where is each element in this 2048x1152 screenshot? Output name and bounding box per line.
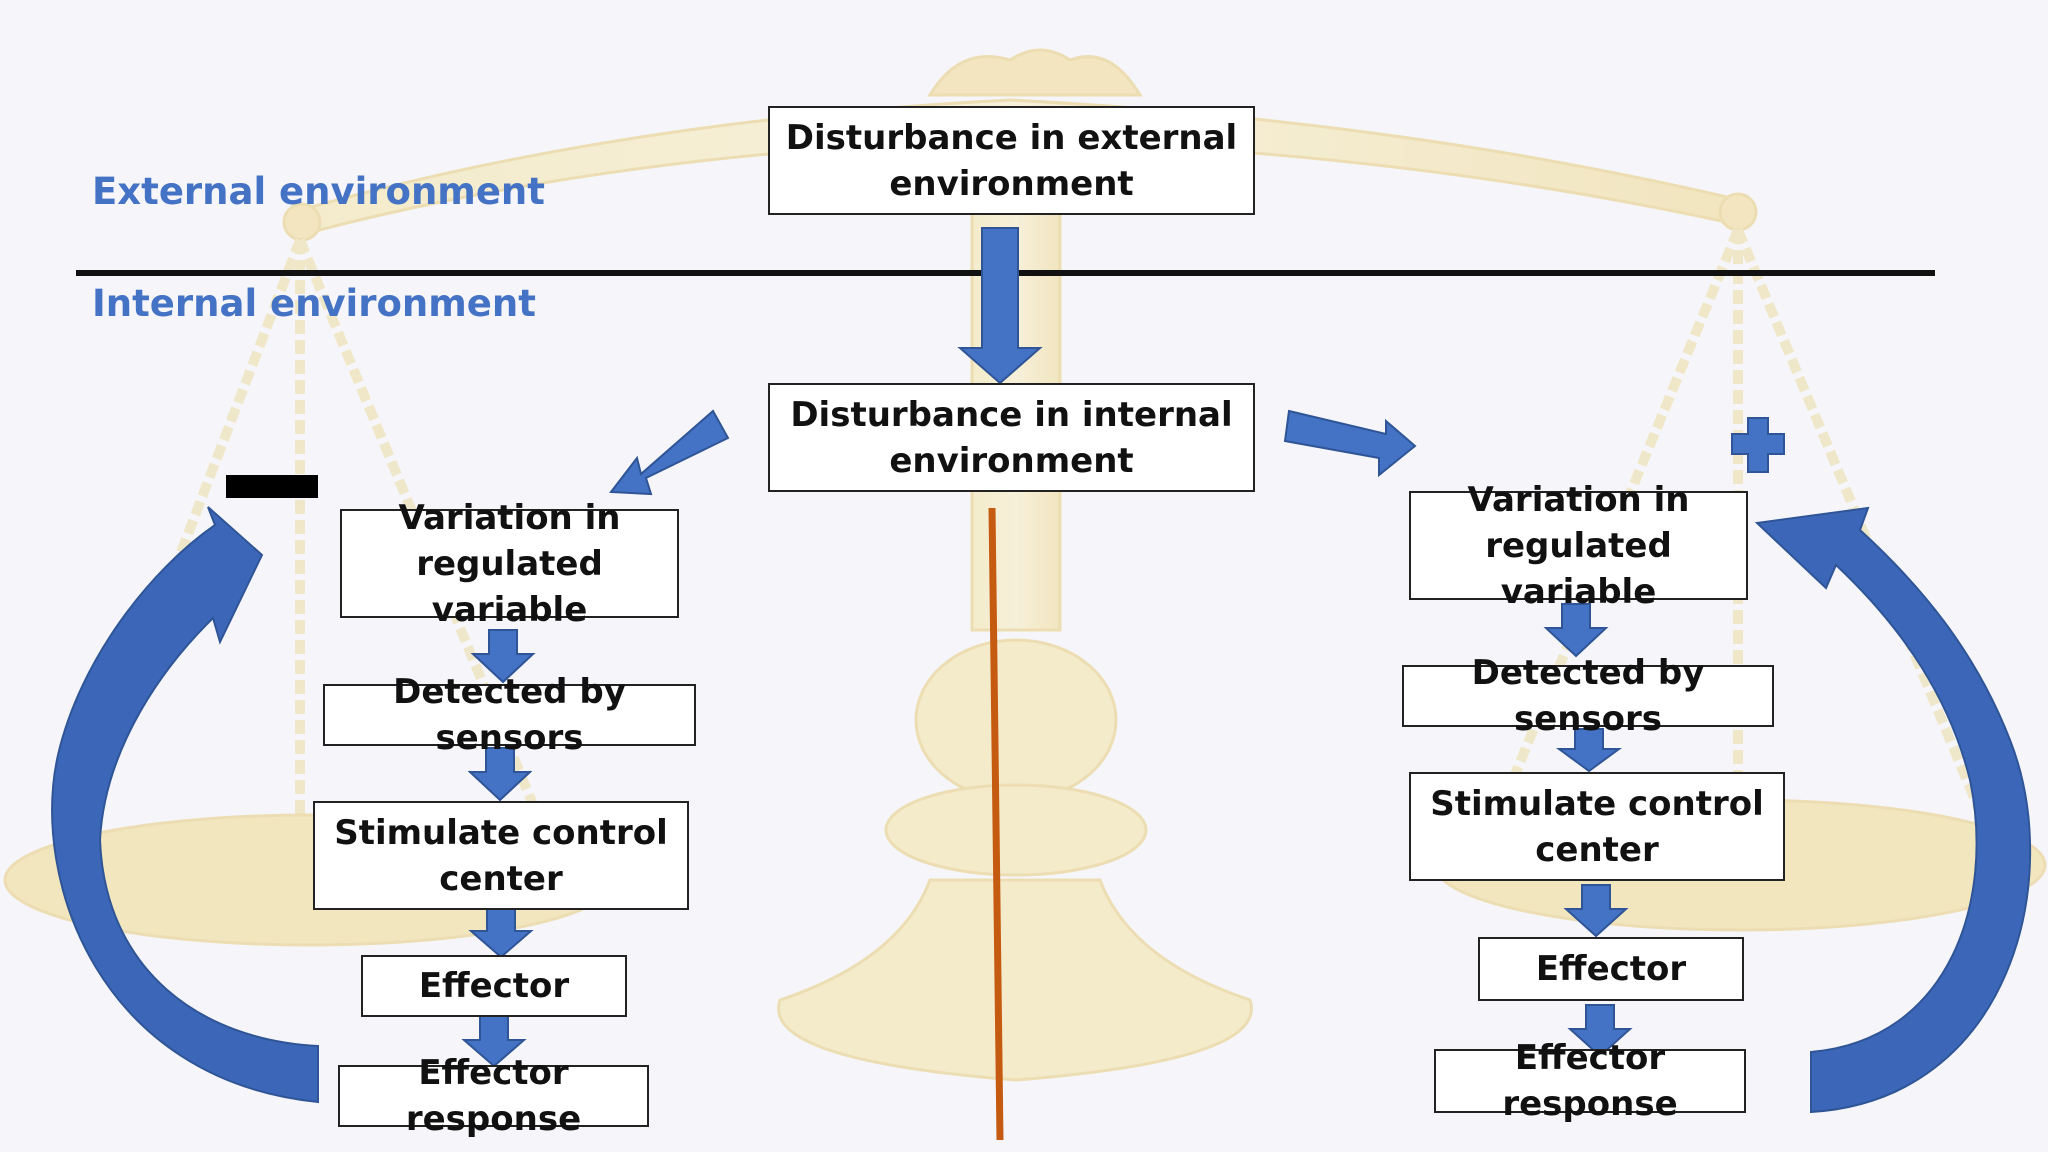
- external-environment-label: External environment: [92, 170, 545, 213]
- left-arrow-1: [470, 629, 536, 684]
- right-sensors-box: Detected by sensors: [1402, 653, 1774, 739]
- arrow-to-right-loop: [1283, 409, 1417, 478]
- right-arrow-3: [1563, 884, 1629, 938]
- left-sensors-box: Detected by sensors: [323, 672, 696, 758]
- internal-environment-label: Internal environment: [92, 282, 536, 325]
- external-disturbance-box: Disturbance in external environment: [768, 106, 1255, 215]
- right-arrow-2: [1555, 728, 1623, 773]
- left-control-center-box: Stimulate control center: [313, 801, 689, 910]
- right-arrow-1: [1543, 603, 1609, 658]
- minus-sign-icon: [226, 475, 318, 498]
- right-variation-box: Variation in regulated variable: [1409, 480, 1748, 612]
- arrow-external-to-internal: [957, 227, 1043, 385]
- right-arrow-4: [1567, 1004, 1633, 1058]
- right-effector-box: Effector: [1478, 937, 1744, 1001]
- left-arrow-3: [468, 906, 534, 959]
- left-arrow-4: [461, 1015, 527, 1068]
- plus-sign-icon: [1731, 417, 1785, 473]
- right-effector-response-box: Effector response: [1434, 1038, 1746, 1124]
- left-arrow-2: [467, 747, 533, 802]
- arrow-to-left-loop: [609, 409, 730, 496]
- left-feedback-curved-arrow: [51, 506, 319, 1104]
- internal-disturbance-box: Disturbance in internal environment: [768, 383, 1255, 492]
- left-variation-box: Variation in regulated variable: [340, 498, 679, 630]
- right-control-center-box: Stimulate control center: [1409, 772, 1785, 881]
- left-effector-response-box: Effector response: [338, 1053, 649, 1139]
- center-line: [988, 507, 1004, 1141]
- left-effector-box: Effector: [361, 955, 627, 1017]
- right-feedback-curved-arrow: [1754, 506, 2032, 1114]
